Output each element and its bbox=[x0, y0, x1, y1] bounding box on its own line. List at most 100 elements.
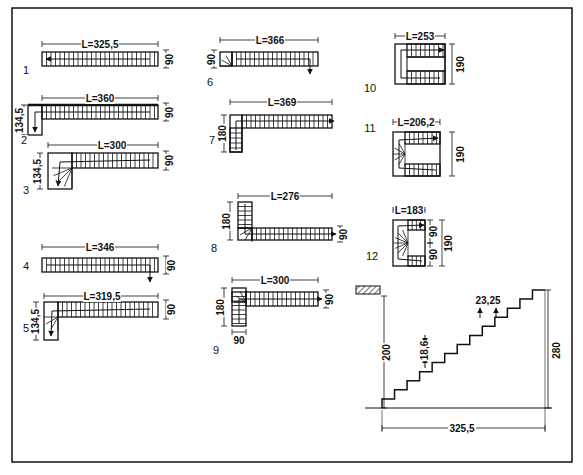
stroke bbox=[449, 44, 455, 45]
stroke bbox=[163, 68, 169, 69]
stroke bbox=[154, 105, 155, 119]
stroke bbox=[58, 317, 59, 331]
stroke bbox=[153, 153, 154, 168]
stroke bbox=[152, 302, 153, 317]
dimension: L=369 bbox=[267, 97, 298, 108]
stroke bbox=[163, 300, 169, 301]
dimension: 190 bbox=[455, 145, 466, 164]
stroke bbox=[163, 151, 169, 152]
dimension: L=253 bbox=[405, 31, 436, 42]
stroke bbox=[163, 274, 169, 275]
stroke bbox=[398, 233, 408, 243]
stroke bbox=[158, 293, 159, 299]
figure-number: 6 bbox=[206, 77, 214, 88]
stroke bbox=[221, 288, 227, 289]
figure-number: 5 bbox=[22, 323, 30, 334]
stroke bbox=[427, 243, 433, 244]
stairwell bbox=[407, 57, 445, 71]
walk-line bbox=[51, 309, 150, 336]
stroke bbox=[232, 296, 246, 297]
stroke bbox=[71, 302, 72, 317]
dimension: 134,5 bbox=[31, 307, 42, 334]
dimension: 90 bbox=[429, 247, 440, 260]
stroke bbox=[67, 302, 68, 317]
stroke bbox=[211, 68, 217, 69]
figure-number: 7 bbox=[208, 135, 216, 146]
stroke bbox=[395, 154, 405, 160]
dimension: 90 bbox=[165, 52, 176, 65]
stroke bbox=[94, 153, 95, 168]
dimension: 90 bbox=[167, 258, 178, 271]
stair-section bbox=[382, 290, 545, 408]
dimension: 134,5 bbox=[15, 106, 26, 133]
stroke bbox=[98, 302, 99, 317]
stroke bbox=[42, 244, 43, 250]
stroke bbox=[427, 132, 428, 144]
walk-line bbox=[46, 59, 150, 60]
stroke bbox=[332, 99, 333, 105]
stroke bbox=[85, 302, 86, 317]
stroke bbox=[405, 154, 406, 166]
stroke bbox=[227, 202, 233, 203]
stroke bbox=[230, 99, 231, 105]
stroke bbox=[545, 290, 546, 432]
dimension: 90 bbox=[339, 227, 350, 240]
dimension: 90 bbox=[167, 302, 178, 315]
dimension: 180 bbox=[221, 212, 232, 231]
frame bbox=[12, 8, 572, 462]
stroke bbox=[103, 153, 104, 168]
stroke bbox=[44, 293, 45, 299]
stroke bbox=[163, 319, 169, 320]
dimension: L=366 bbox=[255, 35, 286, 46]
stroke bbox=[226, 56, 232, 66]
dimension: 180 bbox=[215, 298, 226, 317]
walk-line bbox=[46, 265, 150, 282]
stroke bbox=[381, 296, 387, 297]
dimension: 90 bbox=[429, 224, 440, 237]
stroke bbox=[418, 164, 419, 176]
stroke bbox=[443, 71, 444, 84]
stroke bbox=[232, 332, 246, 333]
stroke bbox=[381, 408, 387, 409]
stroke bbox=[382, 410, 383, 432]
stroke bbox=[76, 153, 77, 168]
dimension: 180 bbox=[217, 124, 228, 143]
stroke bbox=[427, 220, 433, 221]
stroke bbox=[72, 168, 73, 188]
stroke bbox=[158, 142, 159, 148]
dimension: L=346 bbox=[85, 242, 116, 253]
walk-line bbox=[496, 308, 497, 318]
stroke bbox=[408, 243, 409, 257]
stroke bbox=[21, 105, 27, 106]
stroke bbox=[395, 33, 396, 39]
dimension: 200 bbox=[381, 343, 392, 362]
stroke bbox=[439, 220, 445, 221]
stroke bbox=[449, 132, 455, 133]
stroke bbox=[52, 168, 72, 169]
stroke bbox=[332, 193, 333, 199]
walk-line bbox=[239, 299, 322, 324]
stroke bbox=[423, 132, 424, 144]
stroke bbox=[423, 164, 424, 176]
stroke bbox=[44, 317, 58, 318]
stroke bbox=[33, 302, 39, 303]
walk-line bbox=[58, 160, 150, 186]
stroke bbox=[399, 144, 405, 154]
stroke bbox=[158, 244, 159, 250]
landing bbox=[393, 132, 440, 176]
landing bbox=[48, 153, 72, 189]
stroke bbox=[42, 95, 43, 101]
stroke bbox=[58, 168, 72, 182]
stroke bbox=[234, 302, 246, 303]
stroke bbox=[62, 302, 63, 317]
stroke bbox=[318, 277, 319, 283]
dimension: 134,5 bbox=[33, 157, 44, 184]
stroke bbox=[545, 408, 551, 409]
stroke bbox=[94, 302, 95, 317]
stroke bbox=[246, 290, 247, 302]
dimension: L=325,5 bbox=[81, 39, 120, 50]
stroke bbox=[409, 132, 410, 144]
dimension: 280 bbox=[551, 341, 562, 360]
dimension: L=183 bbox=[394, 205, 425, 216]
stroke bbox=[246, 329, 247, 335]
